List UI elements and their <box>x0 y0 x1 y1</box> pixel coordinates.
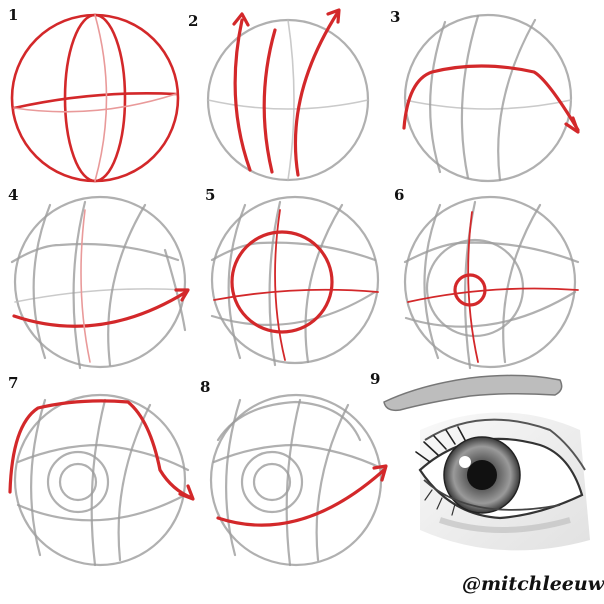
panel-3: 3 <box>390 8 580 183</box>
step-number: 2 <box>188 12 198 30</box>
panel-2: 2 <box>188 8 370 182</box>
sphere-guide <box>403 13 573 183</box>
step-number: 1 <box>8 6 18 24</box>
artist-signature: @mitchleeuwe <box>462 573 604 595</box>
red-guide-curves <box>216 464 388 527</box>
panel-8: 8 <box>200 378 388 567</box>
pupil <box>467 460 497 490</box>
panel-5: 5 <box>205 186 380 367</box>
step-number: 3 <box>390 8 400 26</box>
step-number: 9 <box>370 370 380 388</box>
step-number: 6 <box>394 186 404 204</box>
panel-1: 1 <box>8 6 180 183</box>
panel-6: 6 <box>394 186 580 370</box>
panel-9: 9 @mitchleeuwe <box>370 370 604 595</box>
eye-highlight <box>459 456 471 468</box>
red-guide-curves <box>407 211 579 363</box>
sphere-guide <box>403 195 580 370</box>
eyebrow <box>383 374 563 412</box>
red-guide-curves <box>213 209 379 361</box>
sphere-guide <box>210 195 380 367</box>
panel-7: 7 <box>8 374 195 567</box>
red-guide-curves <box>402 64 580 134</box>
finished-eye-illustration <box>383 374 590 551</box>
step-number: 5 <box>205 186 215 204</box>
step-number: 4 <box>8 186 18 204</box>
sphere-guide <box>10 195 187 370</box>
red-guide-curves <box>8 399 195 501</box>
sphere-guide <box>209 393 387 567</box>
panel-4: 4 <box>8 186 190 370</box>
step-number: 8 <box>200 378 210 396</box>
red-guide-curves <box>12 209 190 363</box>
sphere-guide <box>10 13 180 183</box>
sphere-guide <box>13 393 190 567</box>
red-guide-curves <box>232 8 341 177</box>
step-number: 7 <box>8 374 18 392</box>
sphere-guide <box>206 18 370 182</box>
